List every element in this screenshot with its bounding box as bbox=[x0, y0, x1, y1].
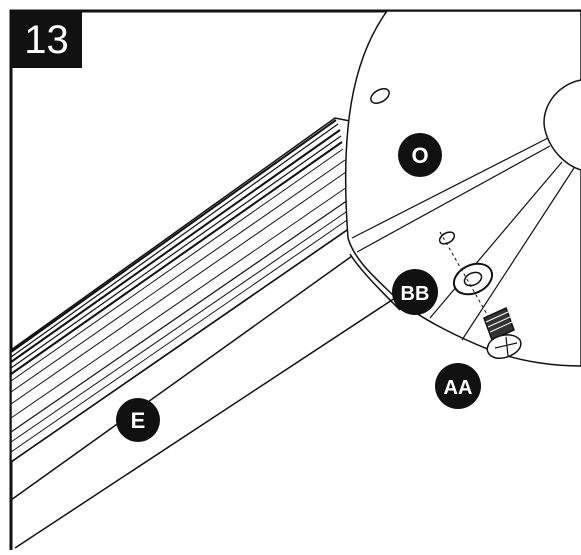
callout-e-label: E bbox=[131, 408, 146, 433]
callout-e bbox=[116, 398, 160, 442]
plate-o bbox=[344, 10, 581, 367]
callout-o bbox=[398, 133, 442, 177]
step-number-badge: 13 bbox=[11, 11, 82, 68]
callout-bb bbox=[392, 269, 438, 315]
callout-aa-label: AA bbox=[444, 377, 473, 399]
rail-e bbox=[10, 117, 396, 549]
diagram-border bbox=[9, 9, 581, 555]
assembly-guide-line bbox=[439, 231, 497, 331]
screw-aa bbox=[483, 306, 522, 359]
callout-bb-label: BB bbox=[401, 283, 430, 305]
callout-aa bbox=[435, 363, 481, 409]
washer-bb bbox=[452, 262, 494, 296]
callout-o-label: O bbox=[411, 143, 428, 168]
